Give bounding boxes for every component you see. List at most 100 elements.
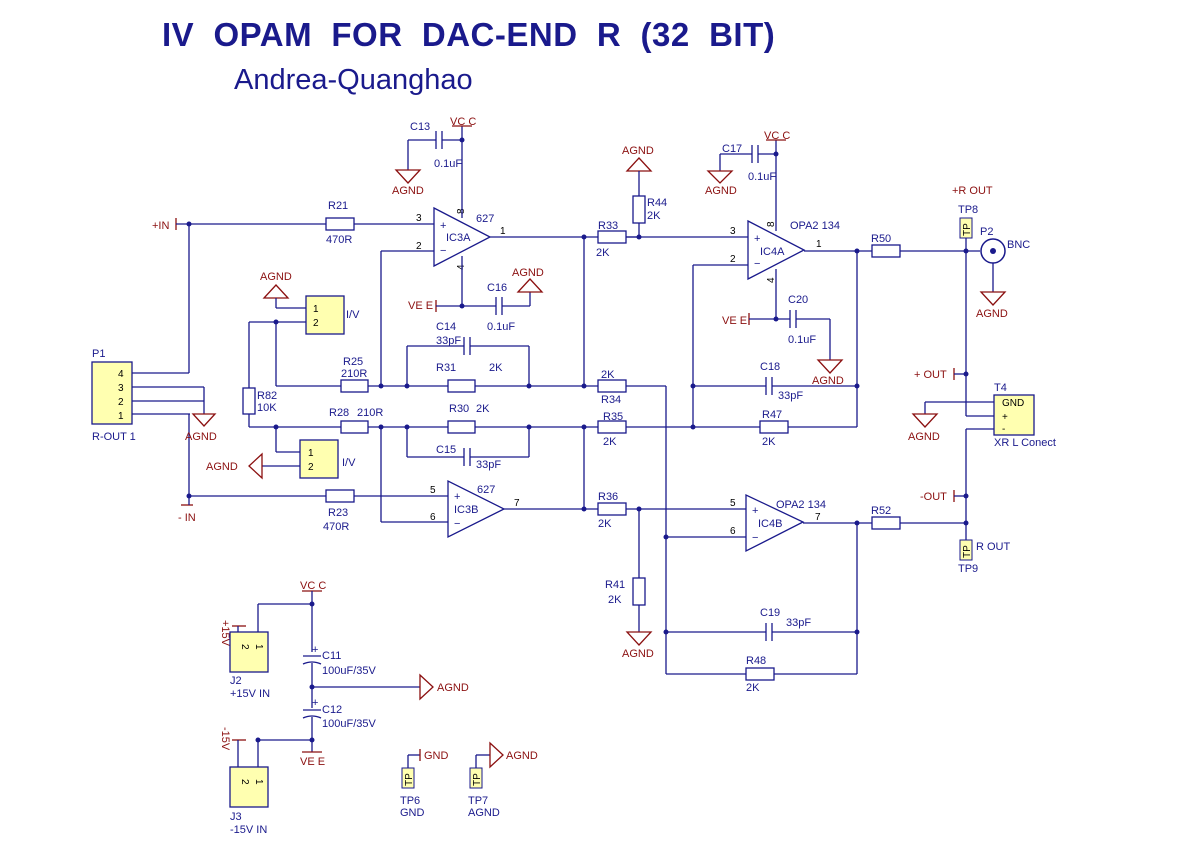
- svg-text:R44: R44: [647, 197, 667, 209]
- svg-text:AGND: AGND: [705, 185, 737, 197]
- svg-text:R47: R47: [762, 409, 782, 421]
- svg-text:R52: R52: [871, 505, 891, 517]
- svg-text:627: 627: [477, 484, 495, 496]
- svg-text:1: 1: [816, 239, 822, 250]
- testpoint-tp7: AGND TP TP7 AGND: [468, 741, 538, 819]
- svg-text:AGND: AGND: [512, 267, 544, 279]
- resistor-r36: R36 2K: [597, 491, 627, 530]
- svg-text:470R: 470R: [323, 521, 349, 533]
- svg-text:TP8: TP8: [958, 204, 978, 216]
- svg-text:R48: R48: [746, 655, 766, 667]
- svg-text:R82: R82: [257, 390, 277, 402]
- capacitor-c11: + C11 100uF/35V: [302, 644, 376, 677]
- capacitor-c20: C20 0.1uF: [788, 294, 816, 346]
- svg-text:627: 627: [476, 213, 494, 225]
- svg-text:2K: 2K: [647, 210, 661, 222]
- schematic-author: Andrea-Quanghao: [234, 64, 473, 96]
- svg-text:AGND: AGND: [392, 185, 424, 197]
- resistor-r82: R82 10K: [242, 387, 277, 415]
- svg-text:TP: TP: [404, 773, 415, 786]
- svg-text:C18: C18: [760, 361, 780, 373]
- svg-text:7: 7: [514, 498, 520, 509]
- svg-text:3: 3: [730, 226, 736, 237]
- svg-text:R33: R33: [598, 220, 618, 232]
- svg-text:TP: TP: [472, 773, 483, 786]
- svg-text:2K: 2K: [746, 682, 760, 694]
- svg-text:2K: 2K: [596, 247, 610, 259]
- connector-j2: 2 1 J2 +15V IN: [229, 631, 270, 700]
- svg-text:C14: C14: [436, 321, 456, 333]
- resistor-r25: R25 210R: [340, 356, 369, 393]
- svg-text:VC C: VC C: [300, 580, 326, 592]
- svg-text:C17: C17: [722, 143, 742, 155]
- resistor-r23: R23 470R: [323, 489, 355, 533]
- svg-text:R36: R36: [598, 491, 618, 503]
- resistor-r30: R30 2K: [447, 403, 490, 434]
- svg-text:AGND: AGND: [206, 461, 238, 473]
- svg-text:-15V: -15V: [219, 727, 231, 751]
- testpoint-tp6: GND TP TP6 GND: [400, 749, 449, 819]
- connector-p1: P1 4 3 2 1 R-OUT 1: [91, 348, 136, 443]
- net-label-plus-r-out: +R OUT: [952, 185, 993, 197]
- svg-text:OPA2 134: OPA2 134: [790, 220, 840, 232]
- svg-text:6: 6: [430, 512, 436, 523]
- svg-text:6: 6: [730, 526, 736, 537]
- svg-text:3: 3: [118, 383, 124, 394]
- svg-text:R50: R50: [871, 233, 891, 245]
- svg-text:AGND: AGND: [622, 648, 654, 660]
- svg-text:IC3B: IC3B: [454, 504, 478, 516]
- svg-text:R21: R21: [328, 200, 348, 212]
- svg-text:5: 5: [430, 485, 436, 496]
- svg-text:AGND: AGND: [622, 145, 654, 157]
- agnd-symbol: AGND: [185, 413, 217, 443]
- svg-text:XR L Conect: XR L Conect: [994, 437, 1056, 449]
- port-minus-in: - IN: [178, 504, 196, 524]
- svg-text:−: −: [440, 245, 446, 257]
- svg-text:R30: R30: [449, 403, 469, 415]
- schematic-title: IV OPAM FOR DAC-END R (32 BIT): [162, 16, 776, 53]
- svg-text:R41: R41: [605, 579, 625, 591]
- svg-text:IC4B: IC4B: [758, 518, 782, 530]
- opamp-ic3a: + − IC3A 627 3 2 1 8 4: [416, 206, 506, 270]
- svg-text:+: +: [752, 505, 758, 517]
- svg-text:VE E: VE E: [300, 756, 325, 768]
- vcc-symbol: VC C: [764, 130, 790, 142]
- testpoint-tp9: TP R OUT TP9: [958, 539, 1011, 575]
- svg-text:2K: 2K: [608, 594, 622, 606]
- svg-text:P2: P2: [980, 226, 993, 238]
- svg-text:+: +: [312, 644, 318, 656]
- p1-name: R-OUT 1: [92, 431, 136, 443]
- svg-text:I/V: I/V: [342, 457, 356, 469]
- svg-text:2K: 2K: [762, 436, 776, 448]
- svg-text:C12: C12: [322, 704, 342, 716]
- svg-text:-15V IN: -15V IN: [230, 824, 267, 836]
- net-label-minus-15v: -15V: [219, 727, 246, 751]
- svg-text:2: 2: [118, 397, 124, 408]
- svg-text:0.1uF: 0.1uF: [748, 171, 776, 183]
- vee-symbol: VE E: [722, 313, 750, 327]
- resistor-r33: R33 2K: [596, 220, 627, 259]
- agnd-symbol: AGND: [705, 170, 737, 197]
- port-plus-in-label: +IN: [152, 220, 169, 232]
- svg-text:R23: R23: [328, 507, 348, 519]
- svg-text:AGND: AGND: [812, 375, 844, 387]
- agnd-symbol: AGND: [622, 145, 654, 172]
- svg-text:R25: R25: [343, 356, 363, 368]
- svg-text:IC3A: IC3A: [446, 232, 471, 244]
- svg-text:AGND: AGND: [506, 750, 538, 762]
- svg-text:TP: TP: [962, 223, 973, 236]
- capacitor-c12: + C12 100uF/35V: [302, 697, 376, 730]
- svg-text:1: 1: [118, 411, 124, 422]
- svg-text:I/V: I/V: [346, 309, 360, 321]
- svg-text:GND: GND: [1002, 398, 1024, 409]
- svg-text:TP9: TP9: [958, 563, 978, 575]
- svg-text:TP6: TP6: [400, 795, 420, 807]
- svg-text:33pF: 33pF: [778, 390, 803, 402]
- resistor-r50: R50: [871, 233, 901, 258]
- port-plus-out: + OUT: [914, 368, 969, 381]
- svg-text:R OUT: R OUT: [976, 541, 1011, 553]
- agnd-symbol: AGND: [622, 631, 654, 660]
- resistor-r48: R48 2K: [745, 655, 775, 694]
- agnd-symbol: AGND: [908, 413, 940, 443]
